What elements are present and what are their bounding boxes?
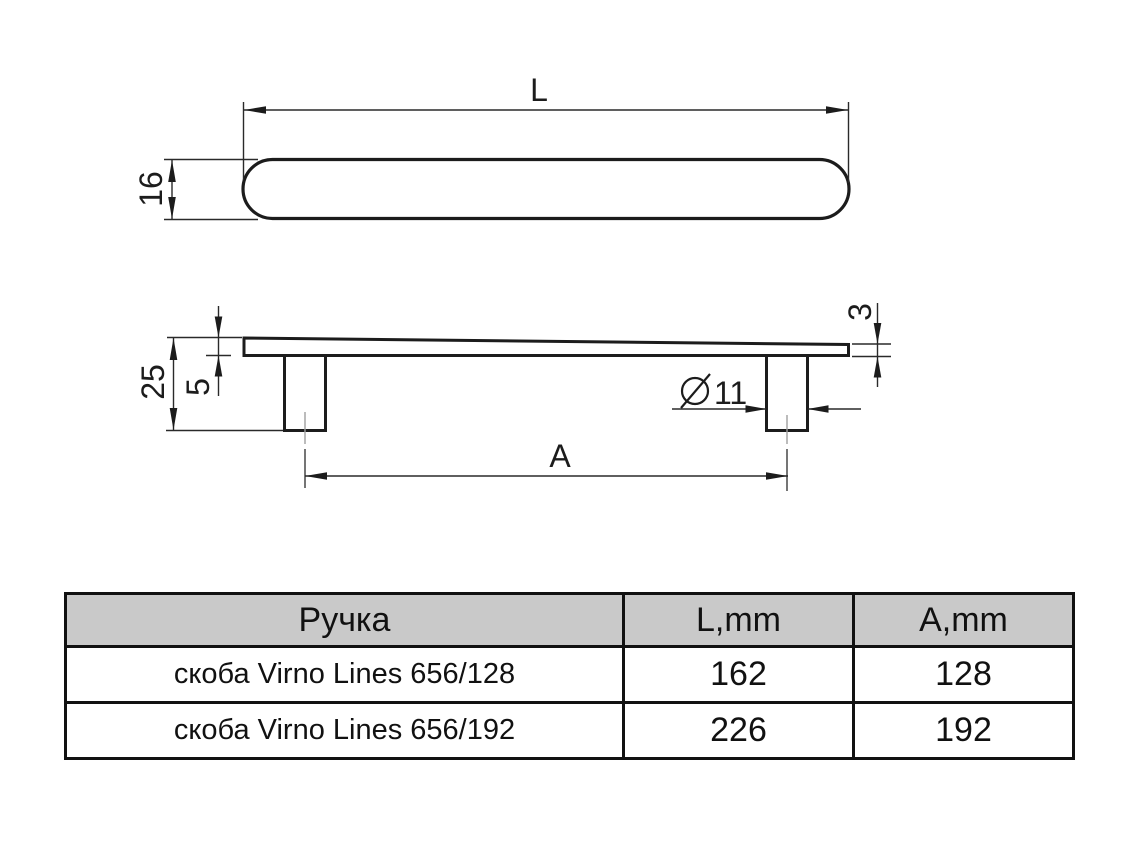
- arrowhead: [807, 405, 829, 413]
- column-header-l-mm: L,mm: [622, 592, 855, 648]
- arrowhead: [745, 405, 767, 413]
- table-header-row: Ручка L,mm A,mm: [64, 592, 1075, 648]
- dimension-5: 5: [180, 306, 231, 396]
- table-row: скоба Virno Lines 656/128 162 128: [64, 645, 1075, 704]
- dim-label-hole-spacing: A: [549, 438, 571, 474]
- dimension-diameter-11: 11: [672, 373, 861, 413]
- dimension-16: 16: [133, 158, 258, 221]
- column-header-a-mm: A,mm: [852, 592, 1075, 648]
- arrowhead: [766, 472, 788, 480]
- arrowhead: [214, 355, 223, 377]
- handle-spacing-value: 128: [852, 645, 1075, 704]
- dim-label-length: L: [530, 72, 548, 108]
- spec-table: Ручка L,mm A,mm скоба Virno Lines 656/12…: [64, 592, 1075, 760]
- arrowhead: [168, 197, 176, 219]
- dimension-3: 3: [842, 303, 891, 387]
- side-view: 25 5 3: [135, 303, 891, 491]
- diameter-symbol: [680, 373, 711, 409]
- arrowhead: [305, 472, 327, 480]
- arrowhead: [169, 338, 178, 360]
- handle-top-view-outline: [241, 157, 851, 221]
- dim-label-overall-height: 25: [135, 364, 171, 400]
- handle-name: скоба Virno Lines 656/128: [64, 645, 625, 704]
- arrowhead: [168, 160, 176, 182]
- dim-label-height: 16: [133, 171, 169, 207]
- arrowhead: [169, 408, 178, 430]
- top-view: L 16: [133, 72, 851, 221]
- arrowhead: [826, 106, 848, 114]
- technical-drawing: L 16: [133, 72, 891, 491]
- handle-name: скоба Virno Lines 656/192: [64, 701, 625, 760]
- dimension-A: A: [305, 438, 788, 480]
- dim-label-right-thickness: 3: [842, 303, 878, 321]
- handle-length-value: 162: [622, 645, 855, 704]
- dim-label-left-thickness: 5: [180, 378, 216, 396]
- post-centerlines: [304, 412, 788, 491]
- dimension-25: 25: [135, 336, 283, 432]
- column-header-handle: Ручка: [64, 592, 625, 648]
- handle-spacing-value: 192: [852, 701, 1075, 760]
- arrowhead: [873, 323, 882, 344]
- table-row: скоба Virno Lines 656/192 226 192: [64, 701, 1075, 760]
- dimension-L: L: [242, 72, 850, 183]
- arrowhead: [244, 106, 266, 114]
- handle-side-view-outline: [242, 336, 850, 357]
- handle-length-value: 226: [622, 701, 855, 760]
- dim-label-hole-diameter: 11: [714, 375, 747, 411]
- arrowhead: [873, 356, 882, 378]
- arrowhead: [214, 316, 223, 338]
